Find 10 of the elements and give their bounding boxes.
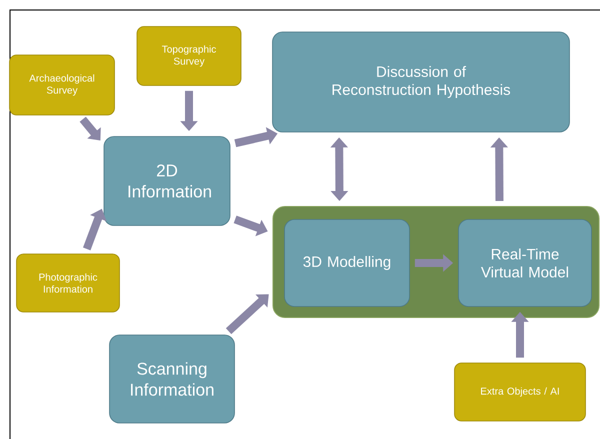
process-box: Scanning Information: [109, 334, 235, 424]
arrow: [226, 294, 269, 334]
source-box: Photographic Information: [16, 254, 120, 312]
process-box: 2D Information: [104, 136, 230, 226]
source-box: Topographic Survey: [136, 26, 242, 86]
process-box: Real-Time Virtual Model: [458, 219, 592, 307]
process-box: 3D Modelling: [284, 219, 410, 307]
source-box: Archaeological Survey: [9, 54, 115, 116]
process-box: Discussion of Reconstruction Hypothesis: [272, 32, 570, 132]
source-box: Extra Objects / AI: [454, 362, 586, 422]
